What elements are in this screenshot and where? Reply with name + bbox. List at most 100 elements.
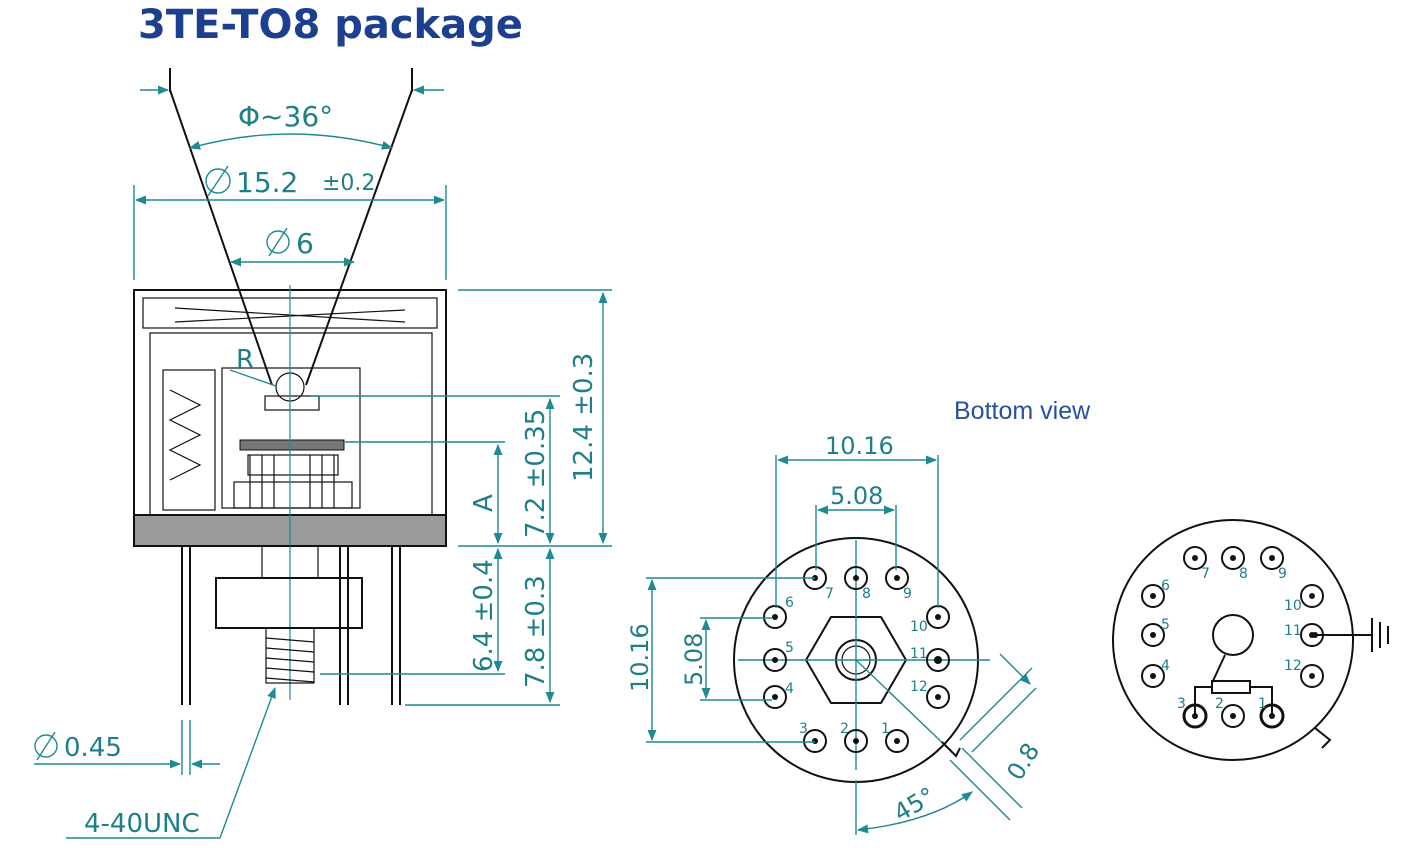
pin-label: 6 [785, 595, 794, 611]
pin-10 [1300, 584, 1324, 608]
pin-label: 10 [1284, 598, 1302, 614]
pin-4 [763, 685, 787, 709]
pin-center [812, 738, 818, 744]
fov-line-left [169, 89, 273, 386]
pin-label: 12 [910, 679, 928, 695]
pin-3 [1182, 703, 1208, 729]
pin-center [1309, 593, 1315, 599]
height-inner-label: 7.2 ±0.35 [521, 409, 551, 538]
threaded-stud [265, 627, 315, 684]
pin-11 [926, 648, 950, 672]
thermistor-symbol [1211, 680, 1251, 694]
angle-arc [188, 133, 394, 150]
pin-12 [926, 685, 950, 709]
outer-diameter-label: 15.2 [236, 166, 298, 199]
pin-1 [1259, 703, 1285, 729]
angle-label: Φ~36° [238, 100, 333, 133]
pin-6 [1141, 584, 1165, 608]
radius-label: R [236, 345, 254, 375]
pin-center [1192, 713, 1198, 719]
fov-line-right [305, 89, 413, 386]
pin-label: 6 [1161, 578, 1170, 594]
pin-5 [1141, 623, 1165, 647]
page-title: 3TE-TO8 package [138, 2, 523, 48]
pin-center [853, 738, 859, 744]
pin-label: 5 [1161, 617, 1170, 633]
pin-label: 1 [881, 721, 890, 737]
pin-label: 5 [785, 640, 794, 656]
pin-center [772, 657, 778, 663]
pin-label: 4 [785, 681, 794, 697]
pin-12 [1300, 664, 1324, 688]
schematic-outline [1112, 519, 1354, 761]
angle-dim [856, 791, 973, 834]
side-view: Φ~36° 15.2 ±0.2 6 [34, 68, 612, 839]
pin-label: 7 [825, 586, 834, 602]
pin-center [935, 657, 941, 663]
detector-symbol [1212, 614, 1254, 656]
pin-center [935, 694, 941, 700]
pin-center [935, 614, 941, 620]
outer-diameter-tol: ±0.2 [322, 171, 375, 196]
pin-center [1150, 593, 1156, 599]
pin-label: 9 [1278, 566, 1287, 582]
pin-center [853, 575, 859, 581]
thread-leader [219, 686, 276, 839]
schematic-tab [1314, 727, 1332, 749]
pin-5 [763, 648, 787, 672]
pin-center [1150, 632, 1156, 638]
pin-length-b-label: 7.8 ±0.3 [521, 575, 551, 688]
pin-8 [1221, 546, 1245, 570]
pin-center [1192, 555, 1198, 561]
pin-9 [1260, 546, 1284, 570]
dim-a-label: A [469, 494, 499, 512]
pin-label: 2 [1215, 696, 1224, 712]
pin-center [1269, 555, 1275, 561]
pin-center [772, 614, 778, 620]
pin-label: 11 [1284, 623, 1302, 639]
pin-label: 11 [910, 646, 928, 662]
height-total-label: 12.4 ±0.3 [569, 353, 599, 482]
pin-center [894, 738, 900, 744]
pin-label: 4 [1161, 658, 1170, 674]
pin-center [1309, 673, 1315, 679]
orientation-tab [941, 741, 961, 758]
detector-mount [264, 395, 320, 411]
pin-label: 2 [840, 721, 849, 737]
pin-label: 1 [1258, 696, 1267, 712]
inner-spacing-label: 5.08 [830, 482, 883, 510]
pin-label: 3 [1177, 696, 1186, 712]
pin-3 [803, 729, 827, 753]
pin-label: 8 [862, 586, 871, 602]
pin-6 [763, 605, 787, 629]
outer-spacing-label: 10.16 [825, 432, 894, 460]
vert-outer-label: 10.16 [626, 623, 654, 692]
pin-center [1230, 713, 1236, 719]
pin-center [1150, 673, 1156, 679]
pin-4 [1141, 664, 1165, 688]
window-diameter-label: 6 [296, 227, 314, 260]
pin-label: 3 [799, 721, 808, 737]
pin-9 [885, 566, 909, 590]
vert-inner-label: 5.08 [680, 633, 708, 686]
tab-label: 0.8 [1001, 738, 1045, 785]
pin-7 [1183, 546, 1207, 570]
pin-2 [1221, 704, 1245, 728]
pin-label: 9 [903, 586, 912, 602]
pin-center [1309, 632, 1315, 638]
thread-label: 4-40UNC [84, 809, 200, 839]
bottom-view-label: Bottom view [954, 397, 1091, 425]
pin-label: 8 [1239, 566, 1248, 582]
pin-label: 10 [910, 619, 928, 635]
pin-center [894, 575, 900, 581]
pin-2 [844, 729, 868, 753]
pin-8 [844, 566, 868, 590]
pin-diameter-label: 0.45 [64, 733, 122, 763]
peltier-stack [162, 369, 216, 511]
